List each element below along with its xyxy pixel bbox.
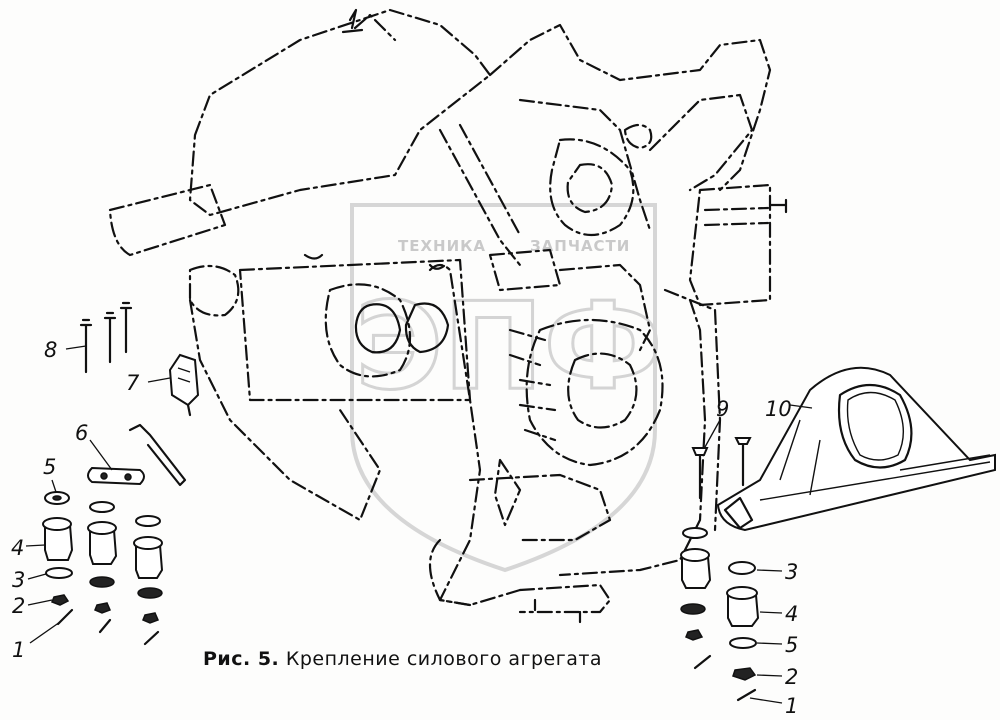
callout-2-left: 2 (12, 594, 25, 618)
callout-7: 7 (126, 371, 140, 395)
engine-outline (108, 8, 788, 624)
callout-8: 8 (44, 338, 57, 362)
callout-1-left: 1 (12, 638, 25, 662)
figure-title: Крепление силового агрегата (285, 648, 603, 670)
leader-lines (25, 345, 813, 704)
callout-10: 10 (765, 397, 792, 421)
callout-4-right: 4 (785, 602, 798, 626)
part-10-support-bracket (716, 366, 996, 532)
watermark: ТЕХНИКА ЗАПЧАСТИ ЭПФ (350, 203, 664, 573)
part-7-bracket (168, 353, 200, 417)
watermark-letters: ЭПФ (355, 278, 663, 417)
left-mount-stack (42, 491, 164, 646)
callout-5-left: 5 (43, 455, 56, 479)
callout-5-right: 5 (785, 633, 798, 657)
part-6-plate (87, 423, 187, 487)
callout-labels: 8 7 6 5 4 3 2 1 9 10 3 4 5 2 1 (11, 338, 798, 718)
callout-3-left: 3 (12, 568, 25, 592)
part-8-bolts (79, 301, 133, 374)
part-9-bolts (691, 437, 752, 500)
watermark-line2: ЗАПЧАСТИ (530, 237, 630, 255)
watermark-line1: ТЕХНИКА (398, 237, 486, 255)
callout-2-right: 2 (785, 665, 798, 689)
figure-number: Рис. 5. (203, 648, 280, 670)
callout-4-left: 4 (11, 536, 24, 560)
figure-caption: Рис. 5. Крепление силового агрегата (203, 648, 602, 670)
callout-9: 9 (716, 397, 729, 421)
callout-1-right: 1 (785, 694, 798, 718)
right-mount-stack (680, 527, 760, 702)
callout-6: 6 (75, 421, 88, 445)
callout-3-right: 3 (785, 560, 798, 584)
